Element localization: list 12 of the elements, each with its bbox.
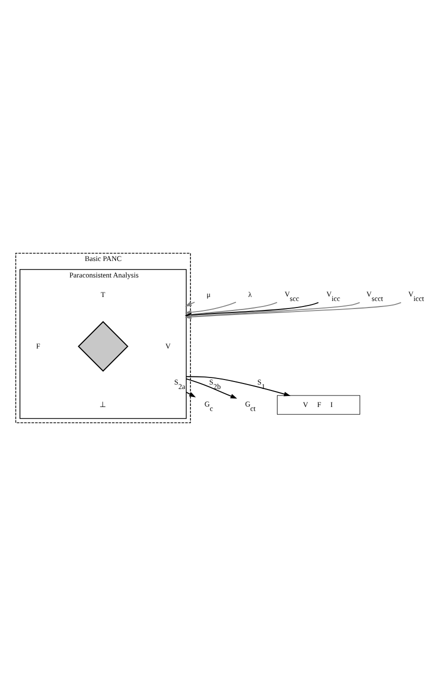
arrow <box>185 378 237 398</box>
arrow <box>184 301 195 306</box>
node-text: λ <box>248 290 252 299</box>
label: ⊥ <box>98 399 105 408</box>
node-text: μ <box>206 290 210 299</box>
label: F <box>36 340 40 350</box>
label: T <box>100 290 105 299</box>
arrow <box>185 376 290 396</box>
node-diamond <box>77 320 128 372</box>
arrow <box>185 391 196 397</box>
label: V <box>164 340 170 350</box>
node-box: V F I <box>276 394 360 414</box>
